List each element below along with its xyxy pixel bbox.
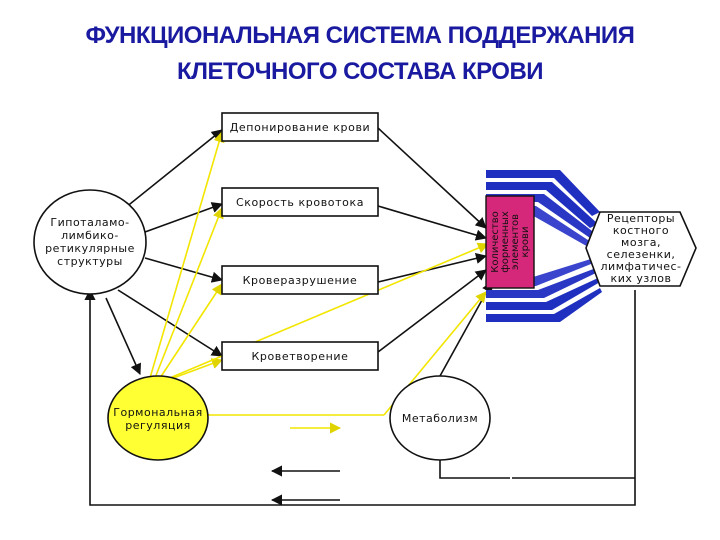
metabolism-feedback-line [439, 458, 510, 479]
page-title-line-2: КЛЕТОЧНОГО СОСТАВА КРОВИ [176, 58, 544, 85]
deposition-label: Депонирование крови [230, 121, 371, 134]
deposition-box: Депонирование крови [221, 112, 379, 142]
arrow-hypo-to-bloodflow [144, 202, 224, 233]
yellow-to-bloodflow [154, 206, 224, 379]
hypothalamus-label-4: структуры [57, 255, 123, 268]
elements-label-1: Количество [490, 211, 501, 273]
arrow-deposition-to-elements [377, 127, 487, 229]
blue-arrow-6 [486, 268, 598, 298]
arrow-hypo-to-deposition [119, 129, 223, 213]
flow-indicators [270, 465, 340, 506]
hypothalamus-node: Гипоталамо- лимбико- ретикулярные структ… [33, 189, 147, 295]
receptors-label-2: костного [613, 224, 669, 237]
blood-destruction-box: Кроверазрушение [221, 265, 379, 295]
arrow-hypo-to-destruction [144, 257, 224, 283]
hormonal-label-1: Гормональная [113, 406, 202, 419]
page-title-line-1: ФУНКЦИОНАЛЬНАЯ СИСТЕМА ПОДДЕРЖАНИЯ [85, 22, 635, 49]
arrow-hematopoiesis-to-elements [377, 269, 487, 353]
hypothalamus-label-2: лимбико- [61, 229, 119, 242]
receptors-label-6: ких узлов [611, 272, 672, 285]
blue-arrow-2 [486, 182, 598, 228]
blood-flow-box: Скорость кровотока [221, 187, 379, 217]
black-connectors [84, 127, 636, 506]
hormonal-label-2: регуляция [125, 419, 190, 432]
arrow-hypo-to-hormonal [105, 297, 141, 376]
arrow-bloodflow-to-elements [377, 205, 488, 241]
hypothalamus-label-1: Гипоталамо- [50, 216, 129, 229]
blue-arrow-7 [486, 278, 600, 310]
elements-label-2: форменных [500, 211, 511, 273]
arrow-destruction-to-elements [377, 252, 488, 283]
arrow-hypo-to-hematopoiesis [117, 289, 223, 357]
blood-flow-label: Скорость кровотока [236, 196, 364, 209]
yellow-to-hematopoiesis [167, 358, 224, 381]
elements-label-4: крови [520, 227, 531, 258]
receptors-label-1: Рецепторы [607, 212, 675, 225]
hematopoiesis-box: Кроветворение [221, 341, 379, 371]
receptors-label-3: мозга, [621, 236, 661, 249]
metabolism-node: Метаболизм [389, 375, 491, 461]
yellow-connectors [149, 130, 490, 434]
metabolism-label: Метаболизм [402, 412, 478, 425]
blood-destruction-label: Кроверазрушение [243, 274, 358, 287]
receptors-label-5: лимфатичес- [601, 260, 682, 273]
yellow-to-elements [164, 242, 490, 381]
blue-arrow-1 [486, 170, 600, 216]
elements-label-3: элементов [510, 214, 521, 270]
receptors-node: Рецепторы костного мозга, селезенки, лим… [585, 211, 697, 287]
formed-elements-node: Количество форменных элементов крови [485, 195, 535, 289]
receptors-label-4: селезенки, [607, 248, 676, 261]
yellow-to-destruction [159, 283, 223, 379]
feedback-loop-line [84, 288, 636, 506]
blue-arrow-8 [486, 288, 602, 322]
hematopoiesis-label: Кроветворение [251, 350, 348, 363]
hormonal-node: Гормональная регуляция [107, 375, 209, 461]
yellow-to-deposition [149, 130, 225, 379]
hypothalamus-label-3: ретикулярные [45, 242, 135, 255]
arrow-metabolism-to-elements [439, 281, 493, 377]
